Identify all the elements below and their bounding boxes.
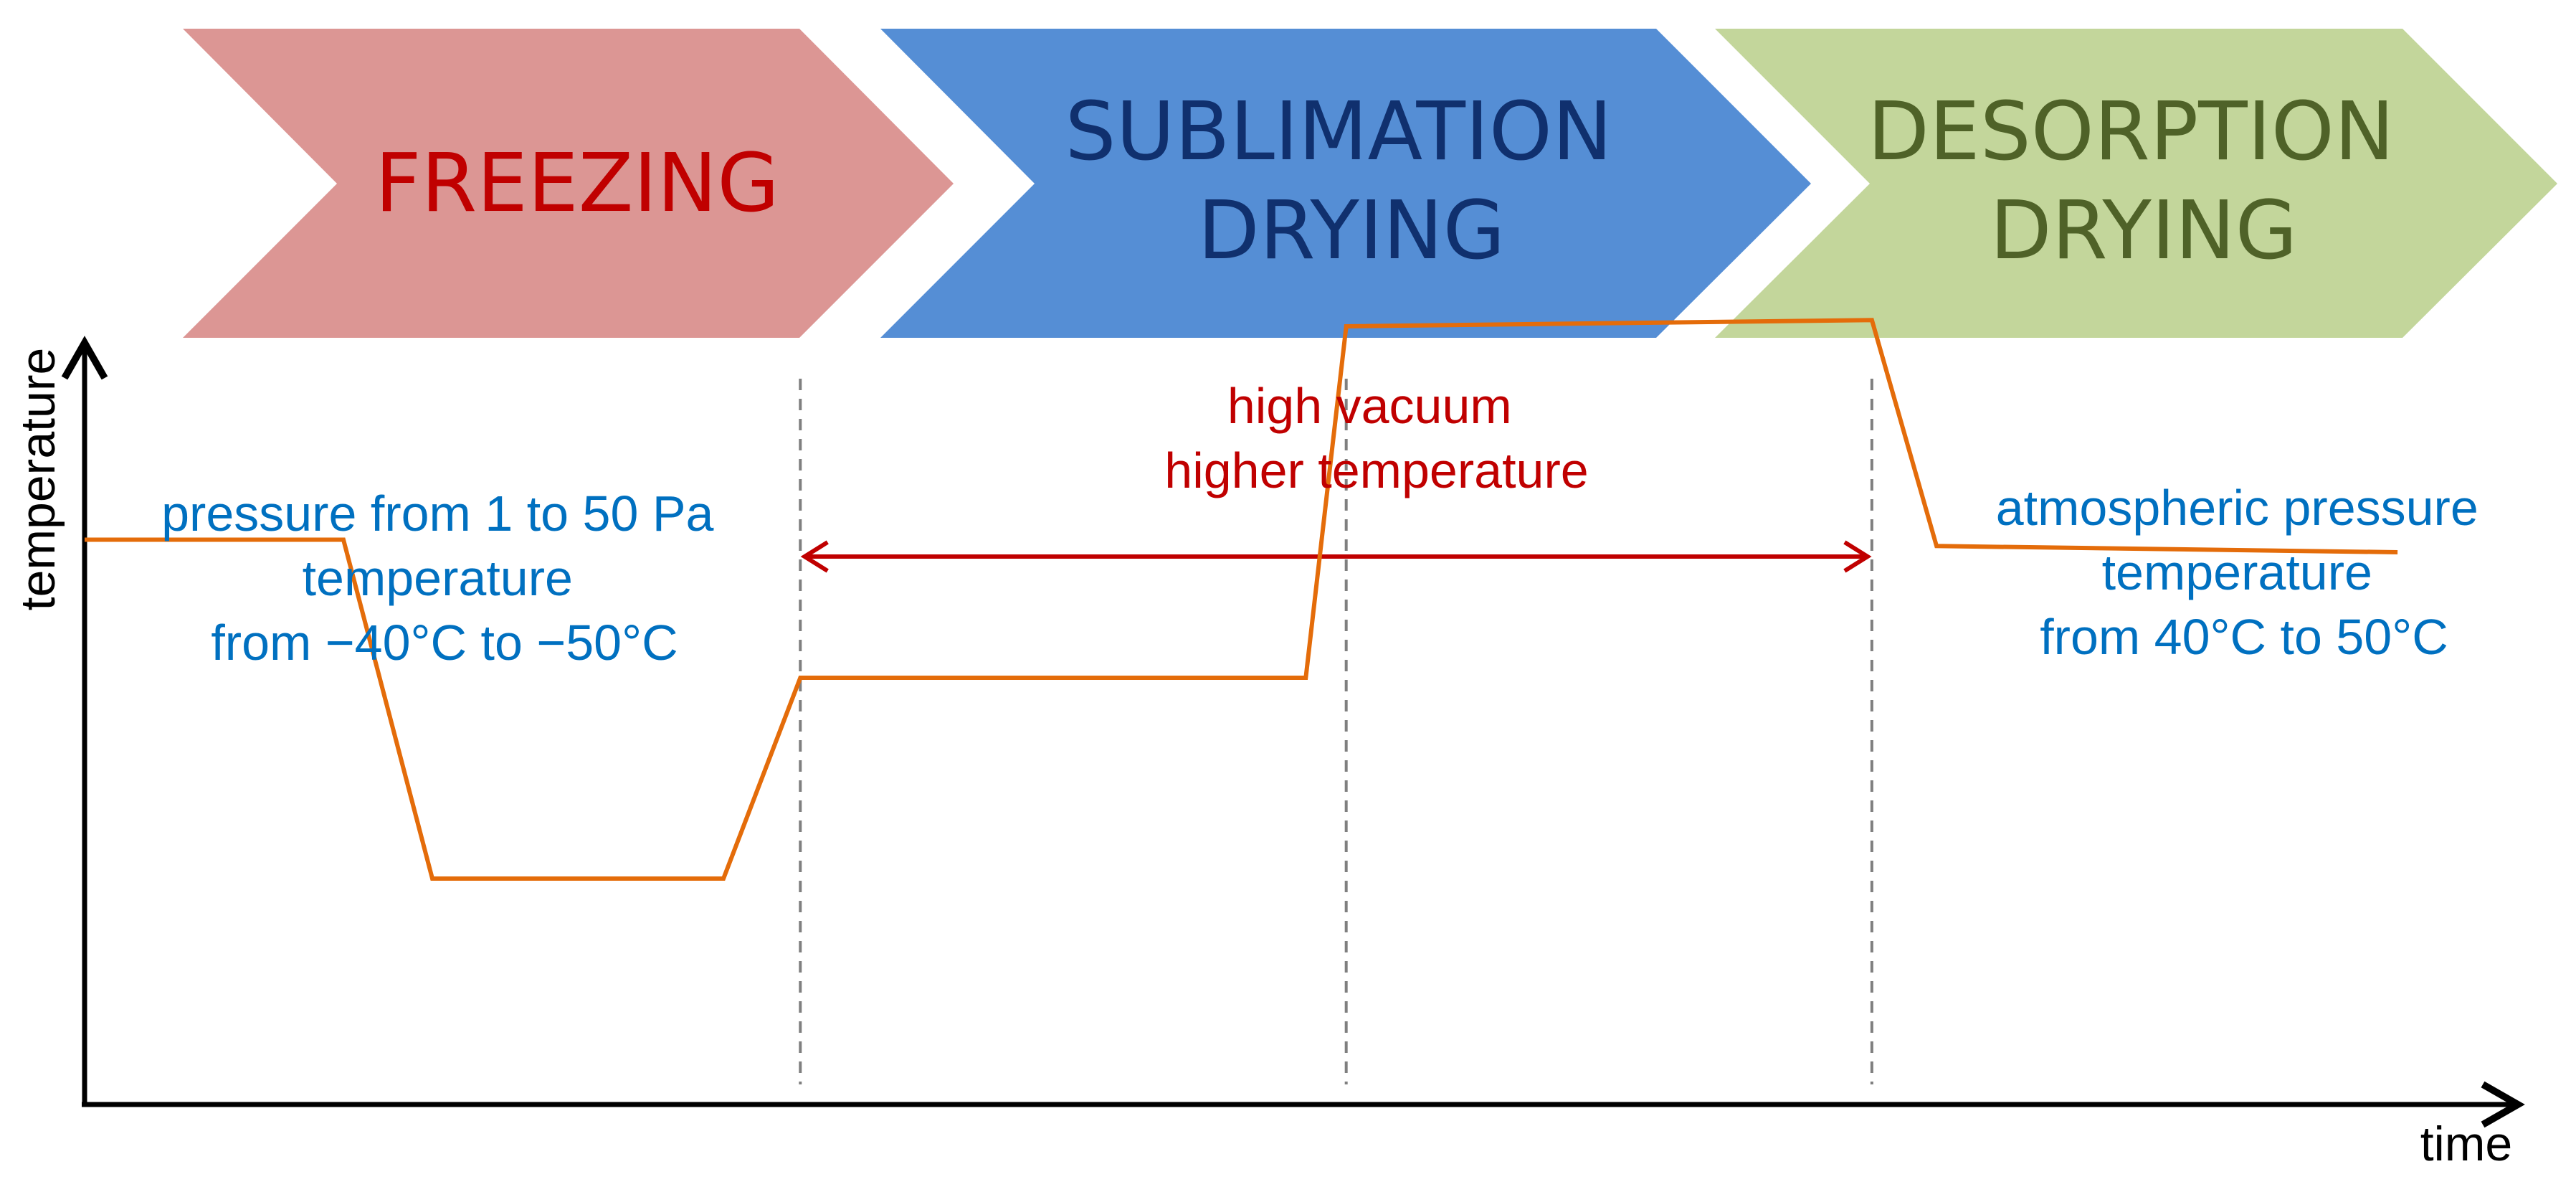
sublimation-note-line: higher temperature [1164,443,1588,498]
stage-desorption: DESORPTION DRYING [1715,29,2557,338]
stage-banner: FREEZING SUBLIMATION DRYING DESORPTION D… [183,29,2557,338]
freezing-note-line: pressure from 1 to 50 Pa [161,486,713,541]
vacuum-arrow-head-right [1843,540,1872,573]
stage-desorption-label: DESORPTION DRYING [1868,85,2420,278]
stage-sublimation-line: SUBLIMATION [1065,85,1612,179]
desorption-note-line: atmospheric pressure [1996,480,2478,536]
freezing-conditions-note: pressure from 1 to 50 Pa temperature fro… [161,486,728,671]
freezing-note-line: temperature [303,550,573,606]
stage-desorption-chevron [1715,29,2557,338]
stage-desorption-line: DESORPTION [1868,85,2395,179]
stage-freezing-line: FREEZING [375,137,779,230]
stage-freezing-chevron [183,29,954,338]
vacuum-arrow-head-left [800,540,829,573]
desorption-note-line: from 40°C to 50°C [2040,609,2448,665]
desorption-conditions-note: atmospheric pressure temperature from 40… [1996,480,2493,665]
stage-sublimation-label: SUBLIMATION DRYING [1065,85,1638,278]
stage-sublimation: SUBLIMATION DRYING [880,29,1811,338]
stage-sublimation-line: DRYING [1198,184,1506,278]
stage-desorption-line: DRYING [1990,184,2298,278]
sublimation-conditions-note: high vacuum higher temperature [1164,378,1588,498]
freezing-note-line: from −40°C to −50°C [211,615,678,671]
axes: time temperature [11,336,2525,1171]
x-axis-label: time [2420,1117,2512,1171]
sublimation-note-line: high vacuum [1227,378,1512,434]
phase-boundaries [799,379,1873,1084]
y-axis-label: temperature [11,348,65,611]
stage-freezing-label: FREEZING [375,137,779,230]
temperature-profile-line [85,318,2398,881]
desorption-note-line: temperature [2102,544,2372,600]
stage-sublimation-chevron [880,29,1811,338]
stage-freezing: FREEZING [183,29,954,338]
